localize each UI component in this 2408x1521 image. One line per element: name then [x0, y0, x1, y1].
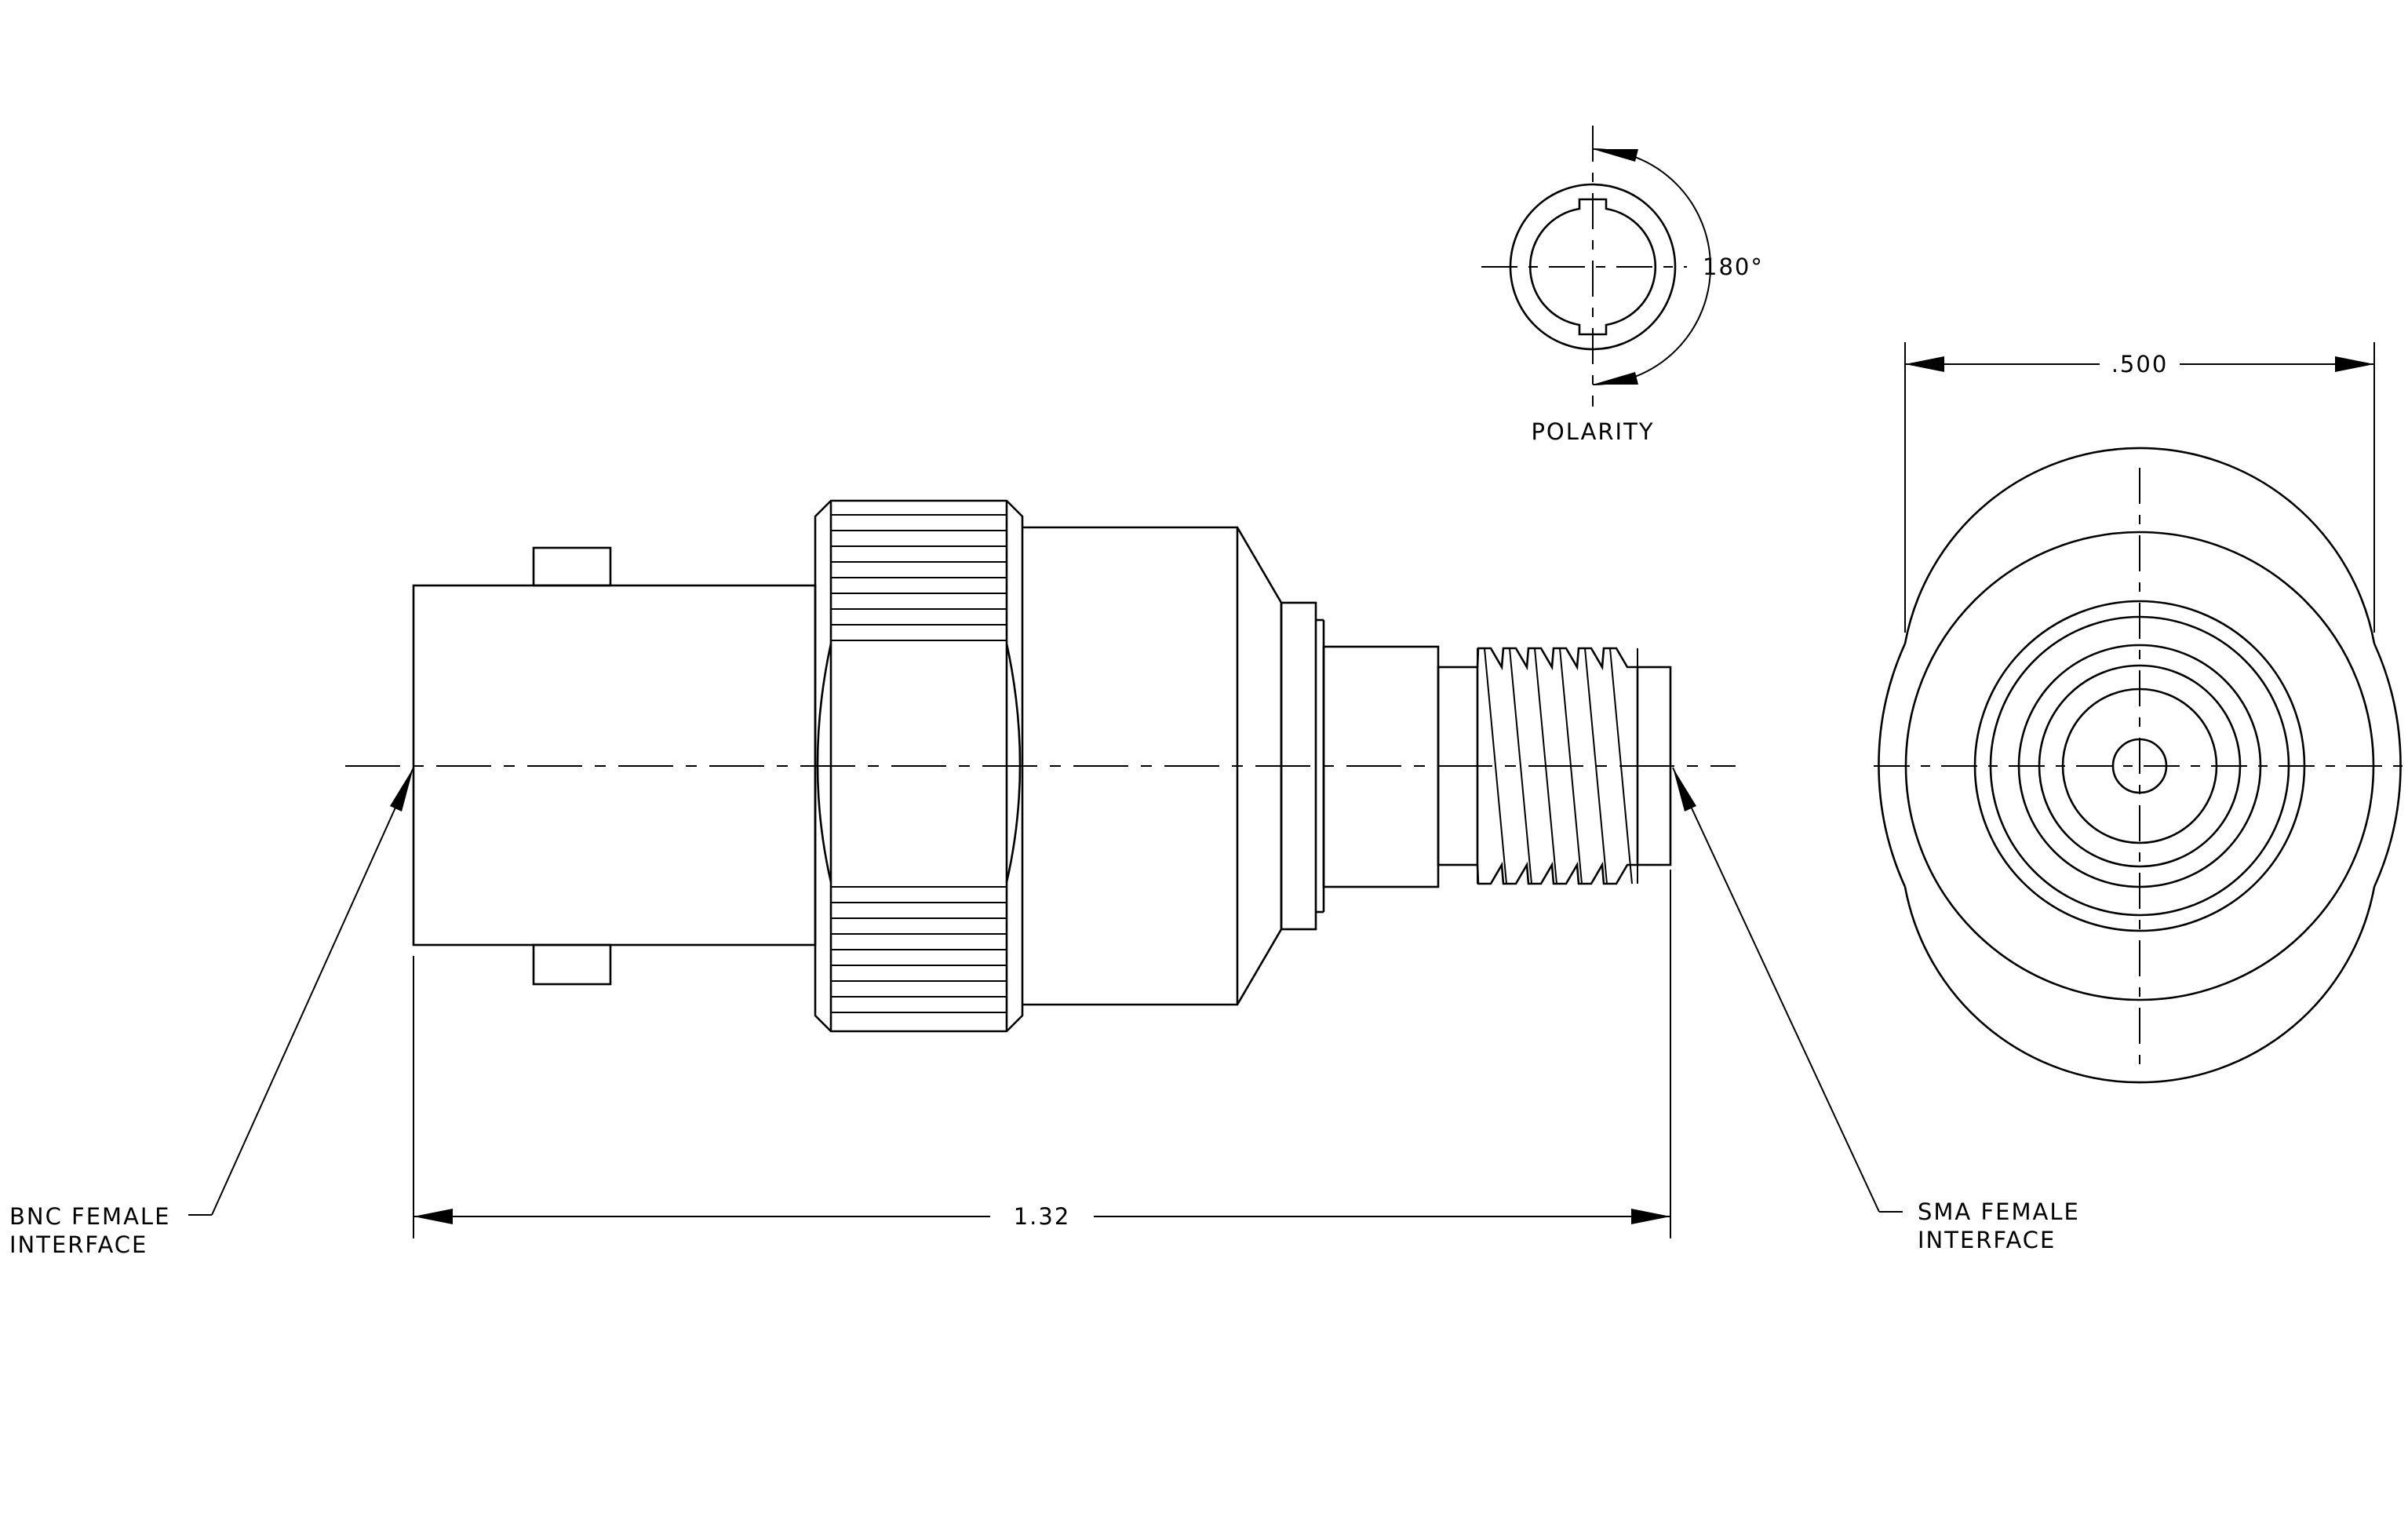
thread-helix-line	[1484, 647, 1507, 885]
polarity-angle-text: 180°	[1703, 254, 1764, 280]
bnc-leader: BNC FEMALE INTERFACE	[9, 767, 414, 1258]
sma-label-line1: SMA FEMALE	[1918, 1198, 2080, 1225]
thread-profile	[1476, 647, 1638, 671]
thread-profile	[1476, 861, 1638, 885]
dimension-diameter-text: .500	[2111, 351, 2169, 378]
dimension-length-text: 1.32	[1014, 1203, 1071, 1230]
thread-helix-line	[1509, 647, 1532, 885]
face-diameter-dimension: .500	[1904, 342, 2375, 633]
side-view: 1.32 BNC FEMALE INTERFACE SMA FEMALE INT…	[9, 499, 2080, 1258]
knurl-lines-top	[831, 514, 1007, 641]
overall-length-dimension: 1.32	[413, 870, 1671, 1238]
polarity-view: 180° POLARITY	[1481, 126, 1764, 445]
knurl-lines-bottom	[831, 886, 1007, 1013]
polarity-label: POLARITY	[1531, 418, 1654, 445]
bnc-label-line1: BNC FEMALE	[9, 1203, 170, 1230]
sma-label-line2: INTERFACE	[1918, 1227, 2056, 1253]
bnc-label-line2: INTERFACE	[9, 1231, 148, 1258]
polarity-rotation-arrow	[1592, 148, 1711, 385]
end-view: .500	[1874, 342, 2408, 1084]
sma-leader: SMA FEMALE INTERFACE	[1672, 767, 2080, 1253]
